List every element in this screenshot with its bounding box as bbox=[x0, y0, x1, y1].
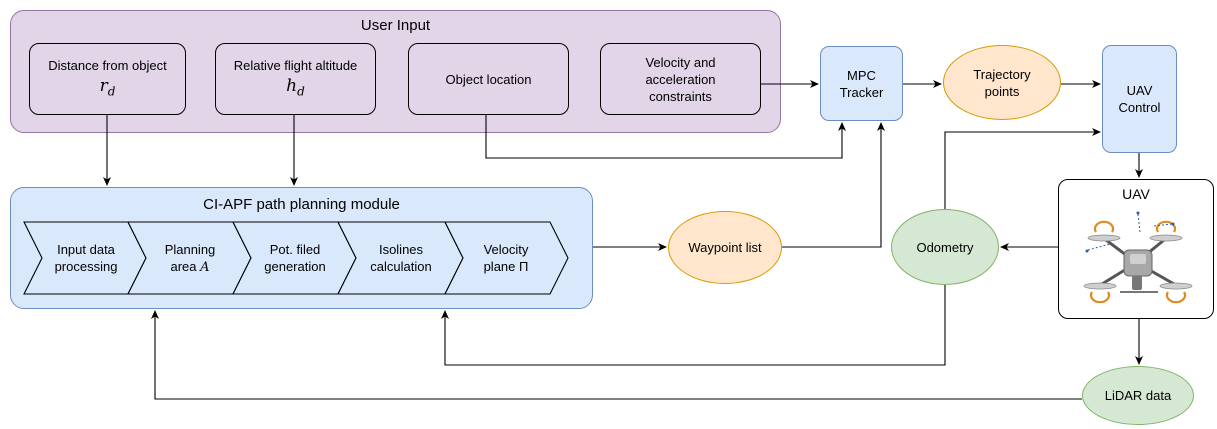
path-planning-title: CI-APF path planning module bbox=[203, 196, 400, 213]
edge-waypoints-to-mpc bbox=[782, 122, 885, 248]
relative-altitude-box: Relative flight altitude hd bbox=[215, 43, 376, 115]
uav-control-box: UAV Control bbox=[1102, 45, 1177, 153]
distance-from-object-box: Distance from object rd bbox=[29, 43, 186, 115]
edge-object-location-to-mpc bbox=[485, 115, 846, 159]
distance-label: Distance from object bbox=[48, 58, 167, 74]
user-input-title: User Input bbox=[360, 17, 431, 34]
uav-control-line2: Control bbox=[1118, 100, 1161, 115]
edge-odometry-to-control bbox=[944, 128, 1101, 209]
edge-odometry-to-module bbox=[441, 285, 946, 366]
step-input-data-label: Input data processing bbox=[54, 242, 118, 274]
waypoint-list-node: Waypoint list bbox=[668, 211, 782, 284]
object-location-box: Object location bbox=[408, 43, 569, 115]
velocity-constraints-box: Velocity and acceleration constraints bbox=[600, 43, 761, 115]
waypoint-list-label: Waypoint list bbox=[688, 240, 762, 255]
mpc-tracker-box: MPC Tracker bbox=[820, 46, 903, 121]
trajectory-points-node: Trajectory points bbox=[943, 45, 1061, 120]
odometry-label: Odometry bbox=[916, 239, 974, 255]
uav-box: UAV bbox=[1058, 179, 1214, 319]
lidar-data-node: LiDAR data bbox=[1082, 366, 1194, 425]
step-velocity-plane-label: Velocity plane Π bbox=[483, 242, 529, 274]
trajectory-label-line2: points bbox=[984, 83, 1020, 99]
mpc-label-line2: Tracker bbox=[839, 84, 884, 100]
trajectory-label-line1: Trajectory bbox=[973, 66, 1031, 82]
edge-lidar-to-module bbox=[151, 310, 1082, 400]
step-planning-area-label: Planning area A bbox=[164, 241, 216, 275]
mpc-label-line1: MPC bbox=[847, 67, 876, 83]
drone-quadrotor-icon bbox=[1083, 211, 1193, 304]
velocity-constraints-line1: Velocity and bbox=[645, 54, 716, 70]
object-location-label: Object location bbox=[445, 71, 532, 87]
odometry-node: Odometry bbox=[891, 209, 999, 285]
step-velocity-plane-chevron bbox=[444, 221, 569, 295]
uav-control-line1: UAV bbox=[1126, 83, 1153, 98]
altitude-label: Relative flight altitude bbox=[233, 58, 358, 74]
uav-title: UAV bbox=[1122, 186, 1150, 202]
lidar-label: LiDAR data bbox=[1104, 388, 1172, 403]
step-potential-field-label: Pot. filed generation bbox=[264, 242, 326, 274]
distance-symbol: rd bbox=[99, 76, 116, 99]
step-isolines-label: Isolines calculation bbox=[370, 242, 432, 274]
velocity-constraints-line3: constraints bbox=[649, 88, 712, 104]
velocity-constraints-line2: acceleration bbox=[645, 71, 716, 87]
altitude-symbol: hd bbox=[286, 76, 305, 99]
